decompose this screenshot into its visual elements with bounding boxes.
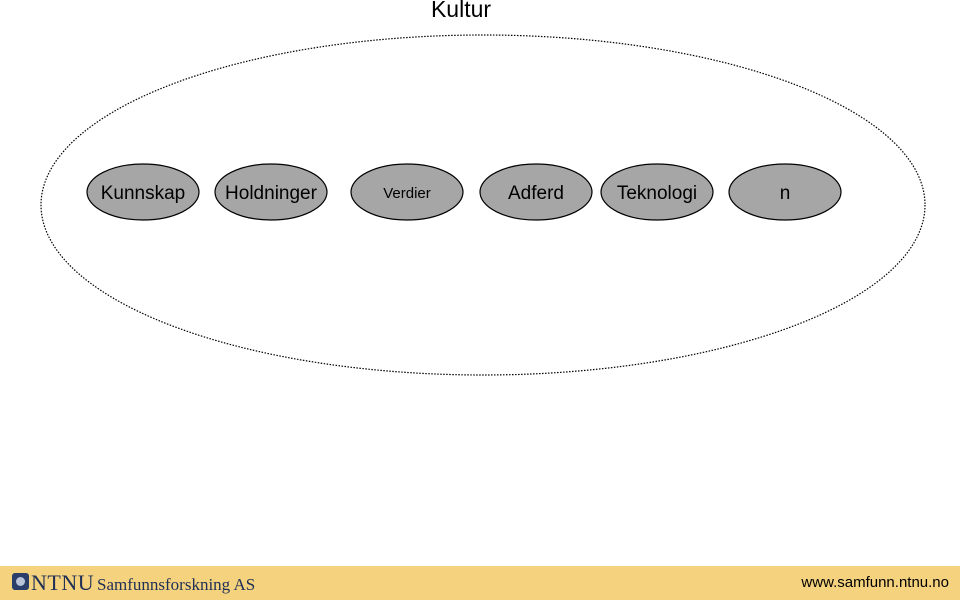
node-shape — [728, 163, 842, 221]
culture-boundary-ellipse — [40, 34, 926, 376]
node-label: n — [780, 183, 791, 204]
node-label: Kunnskap — [101, 183, 186, 204]
footer-bar: NTNU Samfunnsforskning AS www.samfunn.nt… — [0, 566, 960, 600]
footer-url[interactable]: www.samfunn.ntnu.no — [801, 574, 949, 591]
node-label: Holdninger — [225, 183, 318, 204]
culture-node: n — [728, 163, 842, 221]
culture-node: Holdninger — [214, 163, 328, 221]
ntnu-logo-icon — [12, 573, 29, 590]
node-label: Adferd — [508, 183, 564, 204]
footer-company-name: Samfunnsforskning AS — [97, 575, 256, 594]
node-shape — [214, 163, 328, 221]
culture-node: Teknologi — [600, 163, 714, 221]
node-label: Verdier — [383, 185, 431, 202]
culture-node: Kunnskap — [86, 163, 200, 221]
node-shape — [86, 163, 200, 221]
slide-title: Kultur — [430, 0, 492, 22]
culture-node: Verdier — [350, 163, 464, 221]
culture-diagram: Kunnskap Holdninger Verdier Adferd Tekno… — [40, 34, 926, 376]
node-label: Teknologi — [617, 183, 697, 204]
culture-node: Adferd — [479, 163, 593, 221]
node-shape — [600, 163, 714, 221]
footer-logo-text: NTNU — [31, 570, 95, 595]
node-shape — [350, 163, 464, 221]
node-shape — [479, 163, 593, 221]
